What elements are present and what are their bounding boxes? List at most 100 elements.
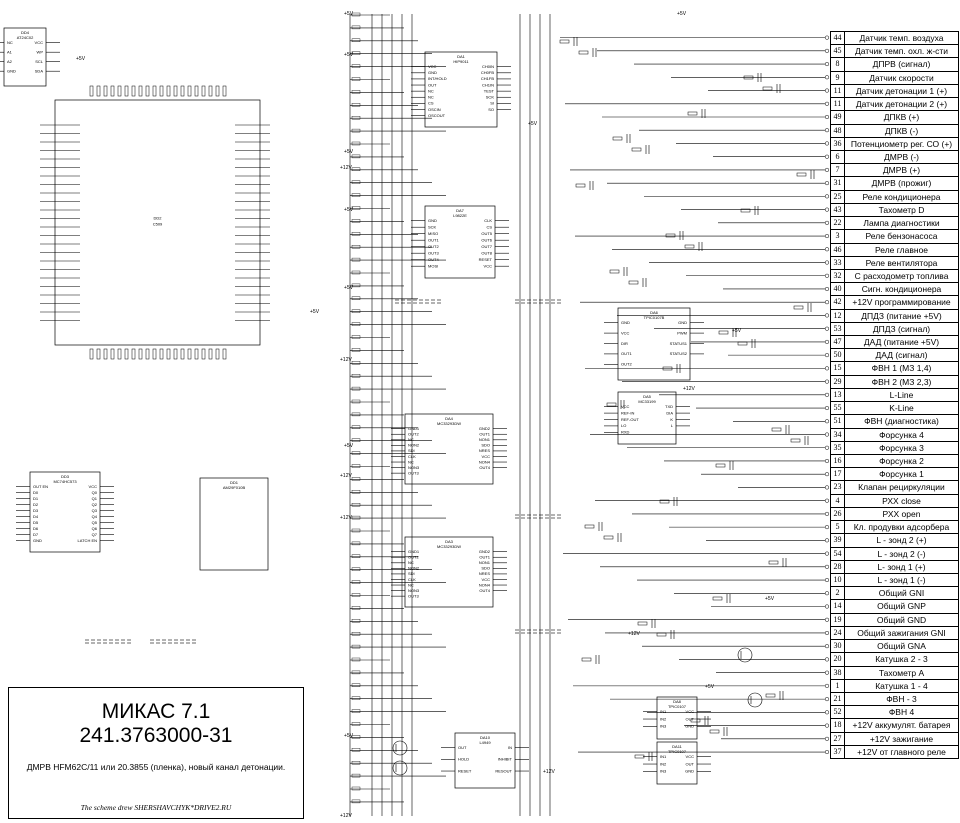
pin-number: 43 (831, 203, 845, 217)
pin-number: 28 (831, 560, 845, 573)
resistor (581, 657, 592, 662)
pin-number: 8 (831, 58, 845, 71)
chip-pin-name: OUT3 (408, 470, 419, 475)
resistor (743, 75, 754, 80)
chip-part: C509 (153, 222, 163, 227)
chip-pin-name: VCC (482, 454, 491, 459)
connector-terminal (824, 114, 830, 120)
chip-part: L4949 (479, 740, 491, 745)
pin-label: +12V от главного реле (857, 746, 946, 757)
resistor (351, 374, 361, 378)
connector-terminal (824, 35, 830, 40)
scheme-description: ДМРВ HFM62C/11 или 20.3855 (пленка), нов… (26, 762, 286, 772)
pin-number: 23 (831, 481, 845, 494)
connector-terminal (824, 392, 830, 397)
pin-number: 31 (831, 177, 845, 190)
pin-label: Реле главное (874, 244, 929, 255)
chip-pin-name: GND1 (408, 549, 420, 554)
resistor (584, 524, 595, 529)
chip-part: MC74HC573 (53, 479, 77, 484)
scheme-author: The scheme drew SHERSHAVCHYK*DRIVE2.RU (80, 803, 232, 812)
supply-label: +12V (683, 386, 695, 392)
pin-number: 26 (831, 507, 845, 521)
pin-label: Форсунка 1 (879, 469, 924, 480)
pin-number: 15 (831, 362, 845, 375)
resistor (351, 154, 361, 159)
chip-pad (131, 85, 136, 97)
chip-pin-name: STATUS2 (670, 351, 688, 356)
pin-number: 3 (831, 230, 845, 243)
chip-pin-name: HOLD (458, 757, 469, 762)
pin-label: Клапан рециркуляции (858, 482, 945, 493)
resistor (351, 438, 361, 442)
chip-pin-name: A2 (7, 59, 13, 64)
pin-number: 55 (831, 402, 845, 415)
chip-id: DA5 (643, 394, 652, 399)
pin-label: Датчик детонации 2 (+) (855, 99, 948, 110)
pin-label: Лампа диагностики (863, 218, 940, 229)
chip-part: AT24C02 (17, 35, 34, 40)
connector-terminal (824, 670, 830, 675)
chip-pin-name: A1 (7, 50, 13, 55)
chip-pin-name: NON1 (479, 437, 491, 442)
resistor (606, 402, 617, 407)
chip-pin-name: D7 (33, 532, 39, 537)
resistor (351, 386, 361, 391)
chip-pin-name: NC (408, 459, 414, 464)
pin-label: ФВН 4 (888, 707, 915, 718)
resistor (351, 38, 361, 42)
pin-number: 44 (831, 32, 845, 45)
chip-part: TPIC0107 (668, 749, 687, 754)
chip-pin-name: D0 (33, 490, 39, 495)
connector-terminal (824, 445, 830, 450)
chip-pin-name: IN1 (660, 754, 667, 759)
pin-number: 49 (831, 111, 845, 124)
chip-pin-name: PWM (677, 330, 687, 335)
pin-label: Форсунка 2 (879, 456, 924, 466)
chip-pad (208, 85, 213, 97)
chip-pin-name: OUT5 (481, 231, 492, 236)
chip-pin-name: VCC (482, 577, 491, 582)
resistor (740, 208, 751, 213)
chip-pin-name: IN2 (660, 761, 667, 766)
chip-pin-name: CS (486, 225, 492, 230)
supply-label: +5V (732, 328, 742, 334)
chip-pin-name: Q0 (92, 490, 98, 495)
chip-pad (194, 348, 199, 360)
pin-number: 51 (831, 415, 845, 428)
chip-pin-name: DIA (666, 410, 673, 415)
chip-pin-name: VCC (428, 64, 437, 69)
connector-terminal (824, 353, 830, 358)
pin-number: 39 (831, 534, 845, 547)
pin-number: 35 (831, 441, 845, 454)
chip-pad (145, 348, 150, 360)
resistor (771, 427, 782, 432)
supply-label: +5V (344, 285, 354, 291)
chip-pad (96, 85, 101, 97)
connector-terminal (824, 657, 830, 662)
resistor (351, 335, 361, 339)
connector-terminal (824, 339, 830, 344)
resistor (790, 438, 801, 443)
chip-body (454, 732, 516, 789)
part-number: 241.3763000-31 (79, 724, 233, 747)
resistor (796, 172, 807, 177)
connector-terminal (824, 419, 830, 424)
chip-id: DD4 (21, 30, 30, 35)
chip-pin-name: CLK (408, 454, 416, 459)
chip-id: DA8 (673, 699, 682, 704)
pin-label: РХХ open (882, 508, 921, 519)
connector-terminal (824, 630, 830, 636)
chip-pad (208, 348, 213, 360)
resistor (575, 183, 586, 188)
